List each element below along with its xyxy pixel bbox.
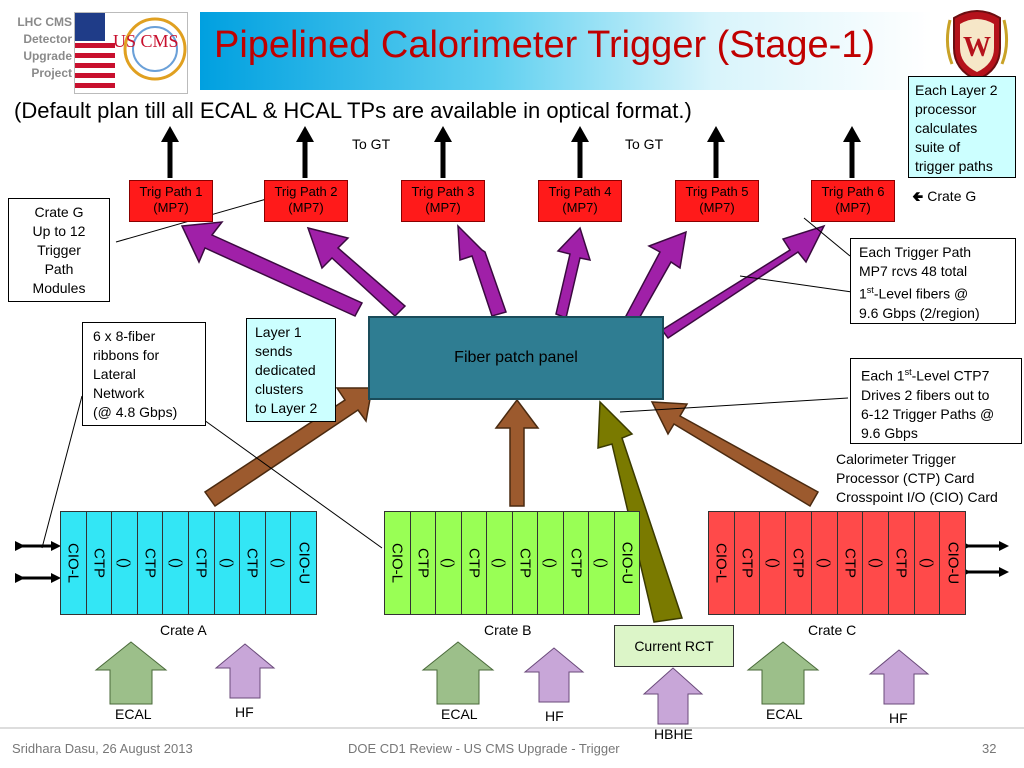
- footer-event: DOE CD1 Review - US CMS Upgrade - Trigge…: [348, 741, 620, 756]
- crate-a-label: Crate A: [160, 622, 207, 638]
- crate-slot: (): [266, 512, 292, 614]
- hbhe-label: HBHE: [654, 726, 693, 742]
- rct-to-panel-arrow: [597, 400, 683, 623]
- hf-arrow-a: [214, 643, 276, 699]
- crate-slot: (): [812, 512, 838, 614]
- hf-arrow-b: [523, 647, 585, 703]
- purple-arrow-3: [457, 224, 507, 317]
- purple-arrow-6: [660, 224, 826, 340]
- fiber-patch-panel: Fiber patch panel: [368, 316, 664, 400]
- page-title: Pipelined Calorimeter Trigger (Stage-1): [214, 24, 876, 66]
- ecal-label-c: ECAL: [766, 706, 803, 722]
- hf-input-arrows: [214, 643, 930, 725]
- crate-b: CIO-L CTP () CTP () CTP () CTP () CIO-U: [384, 511, 640, 615]
- crate-g-pointer: 🢀 Crate G: [912, 188, 977, 204]
- crate-slot: (): [538, 512, 564, 614]
- layer1-to-layer2-arrows: [180, 221, 826, 340]
- purple-arrow-4: [555, 226, 592, 320]
- ecal-input-arrows: [94, 641, 820, 705]
- crate-slot: CTP: [462, 512, 487, 614]
- purple-arrow-2: [306, 226, 407, 318]
- crate-slot: CIO-U: [295, 541, 313, 585]
- hf-label-a: HF: [235, 704, 254, 720]
- brown-arrow-c: [650, 401, 820, 508]
- fiber-ribbons-callout: 6 x 8-fiber ribbons for Lateral Network …: [82, 322, 206, 426]
- hf-label-b: HF: [545, 708, 564, 724]
- crate-slot: CTP: [735, 512, 761, 614]
- crate-slot: (): [163, 512, 189, 614]
- to-gt-arrows: [161, 126, 861, 178]
- crate-slot: CIO-L: [61, 512, 87, 614]
- trigger-path-callout: Each Trigger Path MP7 rcvs 48 total 1st-…: [850, 238, 1016, 324]
- uw-crest-logo: W: [944, 4, 1010, 82]
- project-logo-text: LHC CMS Detector Upgrade Project: [17, 15, 72, 80]
- hbhe-arrow: [642, 667, 704, 725]
- crate-slot: CTP: [838, 512, 864, 614]
- us-cms-logo: US CMS: [74, 12, 188, 94]
- crate-slot: (): [915, 512, 941, 614]
- crate-slot: CIO-U: [944, 541, 962, 585]
- layer2-callout: Each Layer 2 processor calculates suite …: [908, 76, 1016, 178]
- page-number: 32: [982, 741, 997, 756]
- title-bar: [200, 12, 932, 90]
- brown-arrow-b: [494, 398, 540, 507]
- trig-path-1: Trig Path 1(MP7): [129, 180, 213, 222]
- trig-path-3: Trig Path 3(MP7): [401, 180, 485, 222]
- crate-slot: (): [487, 512, 513, 614]
- to-gt-label-1: To GT: [352, 136, 391, 152]
- crate-slot: CIO-U: [618, 541, 636, 585]
- crate-slot: (): [215, 512, 241, 614]
- ecal-arrow-a: [94, 641, 168, 705]
- crate-slot: CTP: [411, 512, 436, 614]
- uw-crest-icon: W: [945, 10, 1009, 82]
- left-arrow-icon: 🢀: [912, 188, 924, 204]
- purple-arrow-1: [180, 221, 364, 317]
- lateral-link-arrows: [15, 541, 1009, 583]
- crate-slot: CTP: [87, 512, 113, 614]
- to-gt-label-2: To GT: [625, 136, 664, 152]
- card-info-text: Calorimeter Trigger Processor (CTP) Card…: [836, 451, 998, 505]
- svg-text:US CMS: US CMS: [113, 31, 179, 51]
- crate-slot: CIO-L: [385, 512, 411, 614]
- crate-b-label: Crate B: [484, 622, 532, 638]
- current-rct-box: Current RCT: [614, 625, 734, 667]
- ecal-arrow-b: [421, 641, 495, 705]
- hf-arrow-c: [868, 649, 930, 705]
- crate-slot: (): [863, 512, 889, 614]
- ecal-label-b: ECAL: [441, 706, 478, 722]
- crate-slot: CTP: [564, 512, 589, 614]
- crate-slot: CTP: [189, 512, 215, 614]
- crate-c-label: Crate C: [808, 622, 857, 638]
- crate-slot: (): [436, 512, 462, 614]
- trig-path-5: Trig Path 5(MP7): [675, 180, 759, 222]
- crate-slot: CTP: [786, 512, 812, 614]
- subtitle: (Default plan till all ECAL & HCAL TPs a…: [14, 98, 692, 123]
- ecal-label-a: ECAL: [115, 706, 152, 722]
- trig-path-6: Trig Path 6(MP7): [811, 180, 895, 222]
- crate-a: CIO-L CTP () CTP () CTP () CTP () CIO-U: [60, 511, 317, 615]
- crate-slot: CTP: [889, 512, 915, 614]
- footer-author: Sridhara Dasu, 26 August 2013: [12, 741, 193, 756]
- crate-slot: CTP: [513, 512, 538, 614]
- crate-slot: (): [760, 512, 787, 614]
- trig-path-2: Trig Path 2(MP7): [264, 180, 348, 222]
- us-cms-flag-icon: US CMS: [75, 13, 187, 93]
- crate-slot: CTP: [240, 512, 266, 614]
- svg-text:W: W: [963, 32, 991, 63]
- crate-slot: (): [112, 512, 138, 614]
- layer1-callout: Layer 1 sends dedicated clusters to Laye…: [246, 318, 336, 422]
- ecal-arrow-c: [746, 641, 820, 705]
- hf-label-c: HF: [889, 710, 908, 726]
- crate-g-callout: Crate G Up to 12 Trigger Path Modules: [8, 198, 110, 302]
- crate-c: CIO-L CTP () CTP () CTP () CTP () CIO-U: [708, 511, 966, 615]
- purple-arrow-5: [624, 230, 687, 324]
- trig-path-4: Trig Path 4(MP7): [538, 180, 622, 222]
- ctp7-callout: Each 1st-Level CTP7 Drives 2 fibers out …: [850, 358, 1022, 444]
- crate-slot: CIO-L: [709, 512, 735, 614]
- crate-slot: (): [589, 512, 615, 614]
- crate-slot: CTP: [138, 512, 164, 614]
